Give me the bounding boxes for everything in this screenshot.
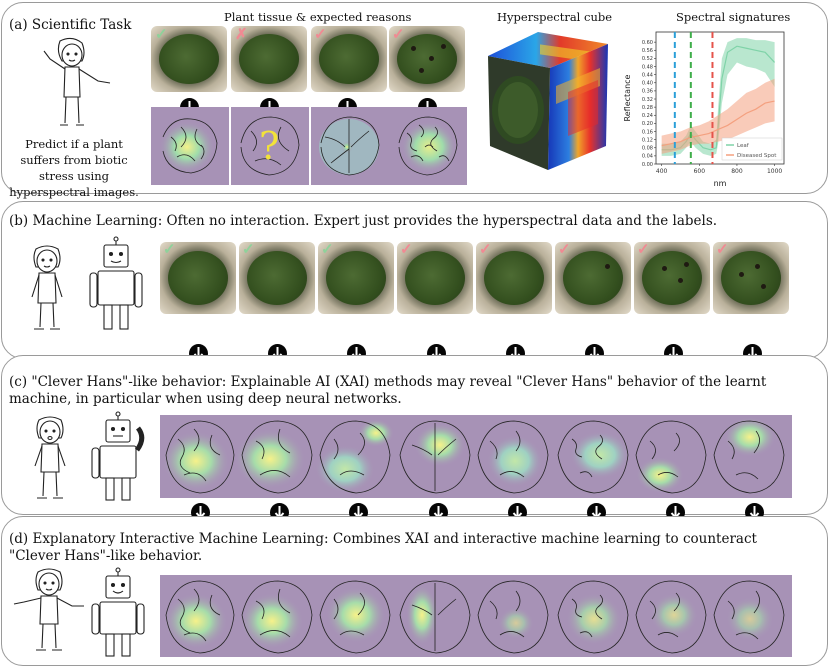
y-tick-label: 0.16 [642, 129, 653, 135]
cross-icon: ✗ [235, 25, 248, 43]
plant-photo-a1 [151, 26, 227, 92]
plant-photo-b5 [476, 242, 552, 314]
y-tick-label: 0.00 [642, 162, 653, 168]
plant-photo-b4 [397, 242, 473, 314]
scientist-figure-a [43, 37, 111, 126]
panel-c-title: (c) "Clever Hans"-like behavior: Explain… [9, 374, 767, 407]
relevance-map-a2: ? [231, 107, 309, 185]
plant-photo-a2 [231, 26, 307, 92]
plant-photo-a4 [389, 26, 465, 92]
x-tick-label: 400 [656, 168, 668, 175]
panel-d-title: (d) Explanatory Interactive Machine Lear… [9, 531, 757, 564]
y-tick-label: 0.04 [642, 154, 653, 160]
legend-label: Leaf [737, 143, 750, 149]
check-icon: ✓ [314, 25, 327, 43]
scientist-figure-c [34, 416, 66, 499]
scientist-figure-d [13, 568, 84, 651]
plant-photo-b8 [713, 242, 789, 314]
hyperspectral-cube [488, 32, 608, 170]
y-tick-label: 0.48 [642, 64, 653, 70]
plant-photo-b2 [239, 242, 315, 314]
y-tick-label: 0.56 [642, 48, 653, 54]
series-line-1 [661, 100, 775, 147]
check-icon: ✓ [392, 25, 405, 43]
robot-figure-c [91, 411, 145, 501]
relevance-strip-d [160, 575, 792, 657]
check-icon: ✓ [400, 240, 413, 258]
task-description: Predict if a plant suffers from biotic s… [9, 137, 139, 199]
x-tick-label: 800 [731, 168, 743, 175]
question-mark: ? [259, 124, 279, 168]
plant-photo-b3 [318, 242, 394, 314]
y-tick-label: 0.60 [642, 40, 653, 46]
check-icon: ✓ [321, 240, 334, 258]
y-tick-label: 0.36 [642, 89, 653, 95]
spectral-header: Spectral signatures [676, 10, 791, 24]
relevance-map-a1 [151, 107, 229, 185]
x-tick-label: 1000 [767, 168, 782, 175]
y-tick-label: 0.44 [642, 72, 653, 78]
x-axis-label: nm [714, 179, 727, 188]
y-tick-label: 0.52 [642, 56, 653, 62]
x-tick-label: 600 [694, 168, 706, 175]
check-icon: ✓ [242, 240, 255, 258]
spectral-signature-chart: 0.00 0.04 0.08 0.12 0.16 0.20 0.24 0.28 0.32 0.36… [623, 31, 785, 188]
scientist-figure-b [31, 245, 63, 330]
legend-label: Diseased Spot [737, 153, 777, 159]
y-tick-label: 0.28 [642, 105, 653, 111]
relevance-map-a3 [311, 107, 389, 185]
relevance-map-a4 [389, 107, 467, 185]
plant-tissue-header: Plant tissue & expected reasons [224, 10, 412, 24]
cube-header: Hyperspectral cube [497, 10, 613, 24]
y-axis-label: Reflectance [623, 74, 632, 121]
plant-photo-b6 [555, 242, 631, 314]
y-tick-label: 0.08 [642, 146, 653, 152]
relevance-strip-c [160, 415, 792, 498]
check-icon: ✓ [479, 240, 492, 258]
check-icon: ✓ [637, 240, 650, 258]
plant-photo-b1 [160, 242, 236, 314]
y-tick-label: 0.32 [642, 97, 653, 103]
robot-figure-d [91, 567, 145, 657]
check-icon: ✓ [155, 25, 168, 43]
panel-a-title: (a) Scientific Task [9, 17, 132, 33]
y-tick-label: 0.24 [642, 113, 653, 119]
panel-b-title: (b) Machine Learning: Often no interacti… [9, 213, 718, 229]
y-tick-label: 0.12 [642, 137, 653, 143]
check-icon: ✓ [716, 240, 729, 258]
robot-figure-b [89, 236, 143, 330]
plant-photo-b7 [634, 242, 710, 314]
legend-box [721, 137, 783, 161]
y-tick-label: 0.20 [642, 121, 653, 127]
check-icon: ✓ [558, 240, 571, 258]
check-icon: ✓ [163, 240, 176, 258]
y-tick-label: 0.40 [642, 81, 653, 87]
plant-photo-a3 [311, 26, 387, 92]
